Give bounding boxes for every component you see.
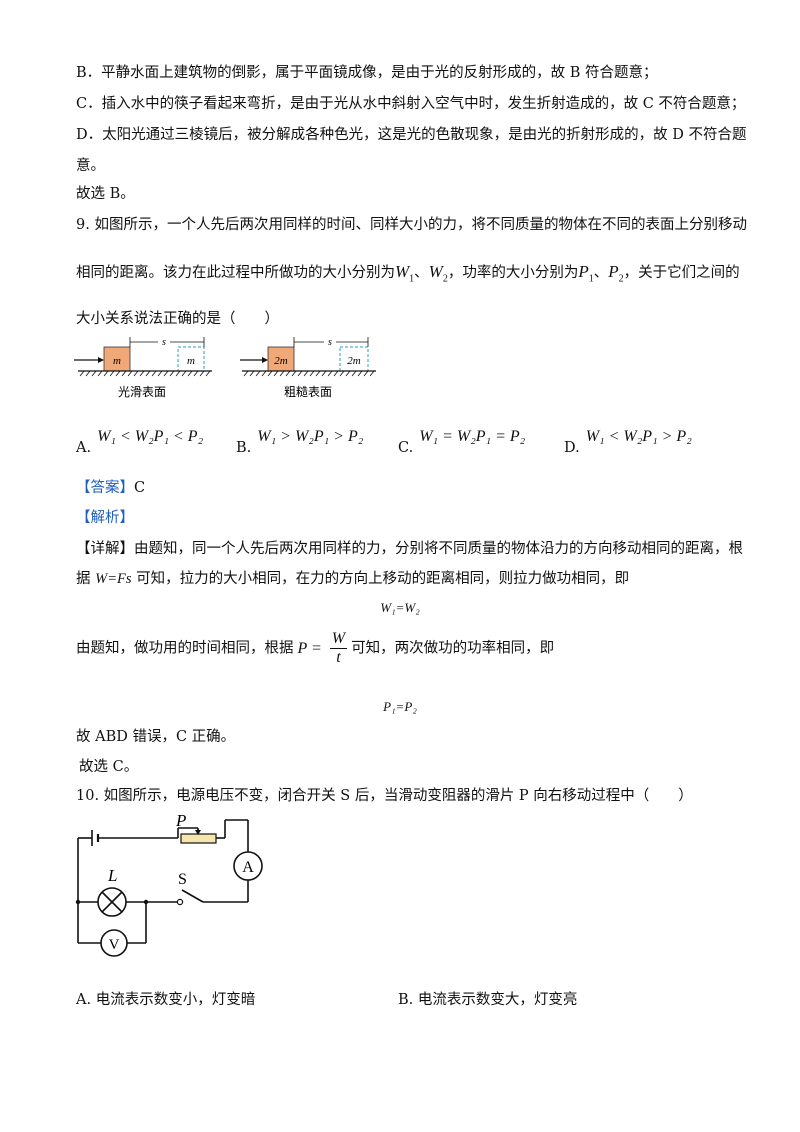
q9-option-c[interactable]: C.W₁ = W₂P₁ = P₂ (398, 428, 526, 456)
q9-detail-line1: 【详解】由题知，同一个人先后两次用同样的力，分别将不同质量的物体沿力的方向移动相… (76, 541, 743, 557)
rough-surface-caption: 粗糙表面 (284, 385, 332, 399)
q10-option-b[interactable]: B. 电流表示数变大，灯变亮 (398, 992, 578, 1008)
q9-stem-line1: 9. 如图所示，一个人先后两次用同样的时间、同样大小的力，将不同质量的物体在不同… (76, 217, 747, 233)
q9-detail-line4: 故 ABD 错误，C 正确。 (76, 729, 236, 745)
q10-circuit-diagram: P S L A V (75, 811, 263, 957)
q9-figure: m m s 光滑表面 2m 2m s (74, 335, 376, 399)
q9-answer: 【答案】C (76, 478, 145, 498)
smooth-surface-setup: m m s 光滑表面 (74, 335, 212, 399)
q10-stem: 10. 如图所示，电源电压不变，闭合开关 S 后，当滑动变阻器的滑片 P 向右移… (76, 788, 693, 804)
switch-label: S (178, 871, 187, 888)
answer-tag: 【答案】 (76, 480, 134, 496)
svg-text:m: m (187, 355, 195, 367)
explanation-option-b: B．平静水面上建筑物的倒影，属于平面镜成像，是由于光的反射形成的，故 B 符合题… (76, 65, 658, 81)
voltmeter-symbol (100, 929, 128, 957)
q9-option-d[interactable]: D.W₁ < W₂P₁ > P₂ (564, 428, 692, 456)
ammeter-symbol (233, 851, 263, 881)
explanation-option-c: C．插入水中的筷子看起来弯折，是由于光从水中斜射入空气中时，发生折射造成的，故 … (76, 96, 746, 112)
q9-option-a[interactable]: A.W₁ < W₂P₁ < P₂ (76, 428, 204, 456)
explanation-option-d-cont: 意。 (76, 158, 105, 174)
svg-text:s: s (162, 337, 166, 348)
q9-conclusion: 故选 C。 (79, 759, 139, 775)
q9-equation-power: P₁=P₂ (383, 699, 417, 714)
q9-equation-work: W₁=W₂ (380, 600, 420, 615)
q9-detail-line2: 据 W=Fs 可知，拉力的大小相同，在力的方向上移动的距离相同，则拉力做功相同，… (76, 571, 630, 587)
smooth-surface-caption: 光滑表面 (118, 385, 166, 399)
power-formula: P = (297, 639, 322, 657)
answer-value: C (134, 480, 146, 496)
rheostat (180, 833, 217, 844)
svg-text:m: m (113, 355, 121, 367)
switch-pivot (176, 898, 184, 906)
lamp-label: L (107, 866, 117, 885)
q9-stem-line2: 相同的距离。该力在此过程中所做功的大小分别为W1、W2，功率的大小分别为P1、P… (76, 262, 740, 285)
svg-text:2m: 2m (347, 355, 361, 367)
svg-text:s: s (328, 337, 332, 348)
explanation-option-d: D．太阳光通过三棱镜后，被分解成各种色光，这是光的色散现象，是由光的折射形成的，… (76, 127, 747, 143)
q9-option-b[interactable]: B.W₁ > W₂P₁ > P₂ (236, 428, 364, 456)
q9-stem-line3: 大小关系说法正确的是（ ） (76, 311, 279, 327)
q10-option-a[interactable]: A. 电流表示数变小，灯变暗 (76, 992, 256, 1008)
svg-text:2m: 2m (274, 355, 288, 367)
slider-arrow (195, 830, 201, 835)
slider-label: P (175, 811, 186, 830)
rough-surface-setup: 2m 2m s 粗糙表面 (240, 335, 376, 399)
explanation-conclusion: 故选 B。 (76, 186, 135, 202)
voltmeter-label: V (109, 937, 120, 953)
ammeter-label: A (242, 859, 254, 876)
q9-analysis-tag: 【解析】 (76, 510, 134, 526)
